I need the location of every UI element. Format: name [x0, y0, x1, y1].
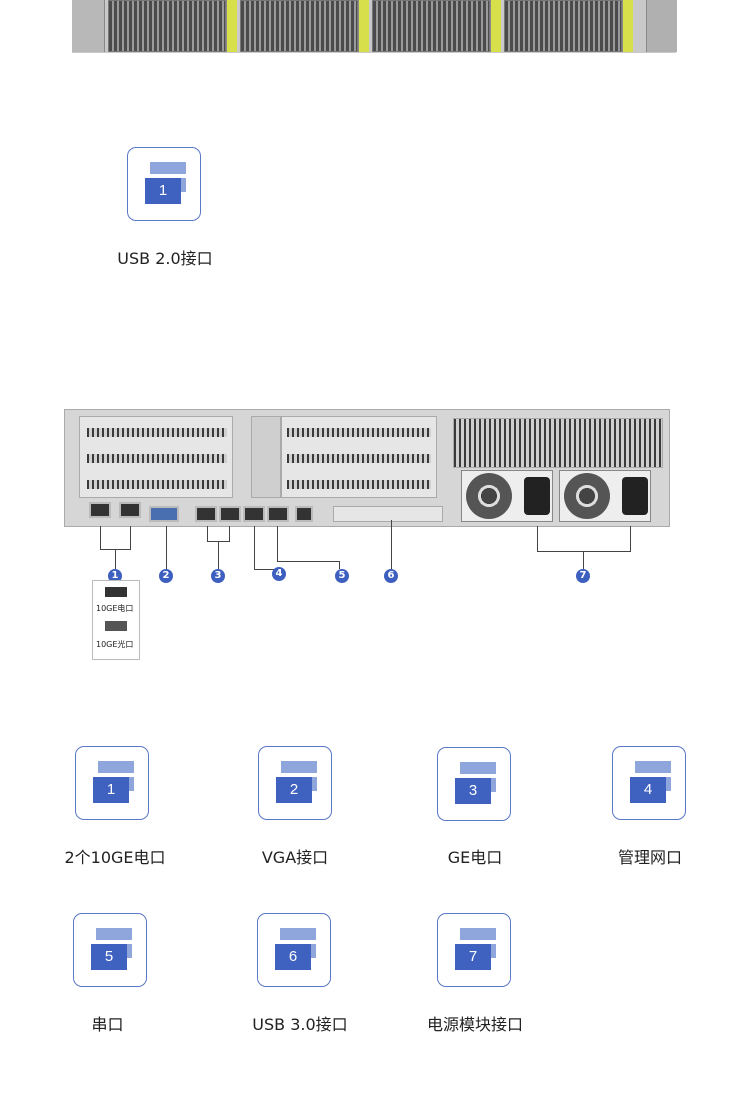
callout-1: 1: [108, 569, 122, 583]
port-number-3: 3: [455, 778, 491, 804]
port-number-6: 6: [275, 944, 311, 970]
port-number-4: 4: [630, 777, 666, 803]
port-number-1: 1: [93, 777, 129, 803]
server-front-panel: [72, 0, 677, 53]
ethernet-variant-box: 10GE电口 10GE光口: [92, 580, 140, 660]
port-card-1: 1: [75, 746, 149, 820]
callout-7: 7: [576, 569, 590, 583]
usb2-number: 1: [145, 178, 181, 204]
callout-4: 4: [272, 567, 286, 581]
port-card-6: 6: [257, 913, 331, 987]
port-label-3: GE电口: [447, 848, 503, 867]
port-label-2: VGA接口: [261, 848, 329, 867]
server-rear-panel: [64, 409, 670, 527]
port-label-7: 电源模块接口: [426, 1015, 523, 1034]
port-label-6: USB 3.0接口: [252, 1015, 348, 1034]
callout-3: 3: [211, 569, 225, 583]
callout-5: 5: [335, 569, 349, 583]
port-label-5: 串口: [91, 1015, 124, 1034]
callout-6: 6: [384, 569, 398, 583]
usb2-label: USB 2.0接口: [117, 249, 213, 268]
port-card-2: 2: [258, 746, 332, 820]
usb2-icon-card: 1: [127, 147, 201, 221]
variant-label-copper: 10GE电口: [96, 604, 134, 613]
port-label-1: 2个10GE电口: [64, 848, 166, 867]
port-card-3: 3: [437, 747, 511, 821]
port-card-5: 5: [73, 913, 147, 987]
callout-2: 2: [159, 569, 173, 583]
port-number-7: 7: [455, 944, 491, 970]
port-card-4: 4: [612, 746, 686, 820]
port-label-4: 管理网口: [617, 848, 682, 867]
variant-label-fiber: 10GE光口: [96, 640, 134, 649]
port-number-2: 2: [276, 777, 312, 803]
port-card-7: 7: [437, 913, 511, 987]
port-number-5: 5: [91, 944, 127, 970]
